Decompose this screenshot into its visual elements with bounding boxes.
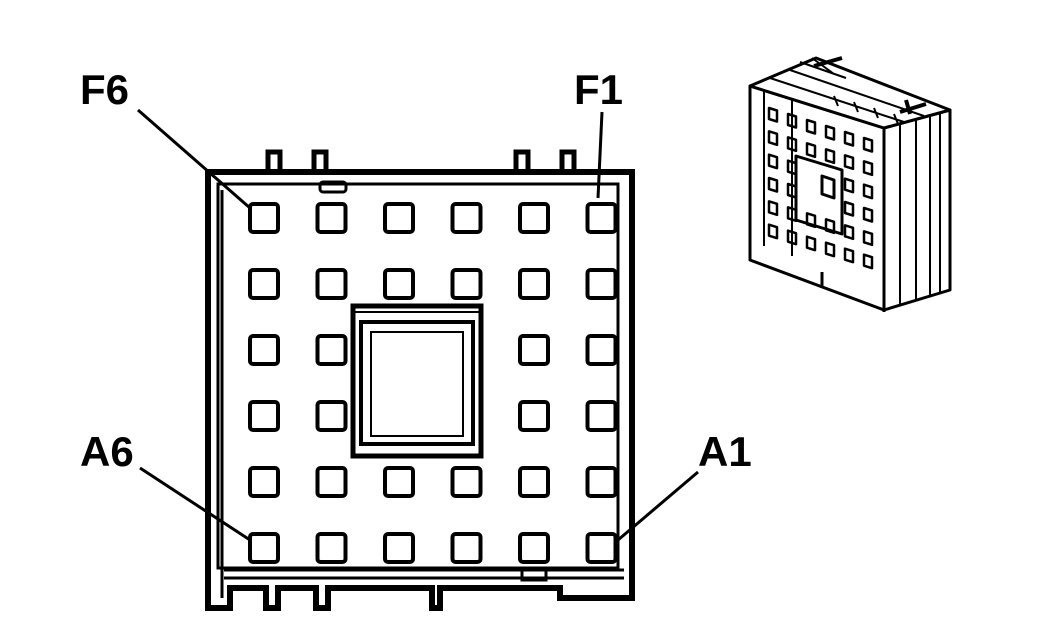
center-key-outer [350, 303, 484, 459]
iso-pin-cavity [767, 200, 779, 217]
iso-pin-cavity [786, 159, 798, 176]
leader-f6 [137, 108, 251, 210]
bottom-rail [224, 568, 624, 580]
pin-cavity [383, 466, 415, 498]
housing-inner-outline [216, 182, 620, 570]
pin-cavity [518, 202, 550, 234]
iso-pin-cavity [862, 136, 874, 153]
iso-pin-cavity [843, 247, 855, 264]
leader-f1 [596, 111, 604, 199]
pin-cavity [248, 268, 280, 300]
iso-pin-cavity [786, 112, 798, 129]
pin-cavity [315, 532, 348, 564]
iso-pin-cavity [843, 177, 855, 194]
pin-cavity [450, 532, 483, 564]
pin-cavity-grid [248, 202, 618, 564]
bottom-latch [520, 568, 548, 582]
iso-pin-cavity [862, 183, 874, 200]
iso-pin-cavity [843, 224, 855, 241]
pin-cavity [518, 334, 550, 366]
pin-cavity [585, 202, 618, 234]
leader-a1 [617, 470, 699, 542]
pin-cavity [585, 334, 618, 366]
iso-pin-cavity [767, 176, 779, 193]
iso-top-latches [813, 56, 927, 115]
iso-pin-cavities [767, 106, 874, 270]
pin-cavity [585, 466, 618, 498]
iso-pin-cavity [824, 241, 836, 258]
pin-cavity [585, 532, 618, 564]
pin-cavity [315, 268, 348, 300]
pin-cavity [248, 400, 280, 432]
pin-cavity [248, 334, 280, 366]
pin-cavity [518, 268, 550, 300]
iso-top-ridges [769, 57, 925, 125]
housing-outline [205, 169, 635, 611]
iso-pin-cavity [824, 124, 836, 141]
label-f1: F1 [574, 66, 623, 113]
pin-cavity [518, 466, 550, 498]
center-key-bevel [355, 311, 479, 437]
leader-a6 [139, 466, 251, 542]
center-key-inner [359, 320, 475, 446]
pin-cavity [315, 466, 348, 498]
iso-pin-cavity [824, 218, 836, 235]
pin-cavity [315, 400, 348, 432]
iso-pin-cavity [805, 212, 817, 229]
connector-face-view [137, 108, 699, 611]
iso-pin-cavity [843, 130, 855, 147]
top-latch [318, 180, 348, 194]
iso-pin-cavity [786, 206, 798, 223]
pin-cavity [315, 334, 348, 366]
iso-pin-cavity [862, 206, 874, 223]
iso-pin-cavity [862, 253, 874, 270]
iso-pin-cavity [767, 106, 779, 123]
iso-side-ribs [899, 114, 941, 306]
pin-cavity [383, 202, 415, 234]
iso-pin-cavity [805, 142, 817, 159]
label-f6: F6 [80, 66, 129, 113]
pin-cavity [315, 202, 348, 234]
iso-pin-cavity [786, 182, 798, 199]
pin-cavity [248, 202, 280, 234]
iso-pin-cavity [862, 230, 874, 247]
pin-cavity [248, 532, 280, 564]
iso-pin-cavity [824, 148, 836, 165]
iso-pin-cavity [767, 223, 779, 240]
pin-cavity [450, 268, 483, 300]
iso-pin-cavity [805, 235, 817, 252]
top-tabs [265, 149, 577, 172]
iso-pin-cavity [786, 136, 798, 153]
label-a6: A6 [80, 428, 134, 475]
iso-pin-cavity [843, 200, 855, 217]
label-a1: A1 [698, 428, 752, 475]
pin-cavity [383, 268, 415, 300]
iso-bottom-feet [748, 232, 886, 312]
iso-pin-cavity [767, 130, 779, 147]
pin-cavity [585, 268, 618, 300]
iso-pin-cavity [786, 229, 798, 246]
pin-cavity [248, 466, 280, 498]
iso-pin-cavity [862, 160, 874, 177]
pin-cavity [383, 532, 415, 564]
pin-cavity [585, 400, 618, 432]
iso-pin-cavity [843, 154, 855, 171]
connector-isometric-view [748, 56, 952, 312]
pin-cavity [450, 466, 483, 498]
pin-cavity [518, 400, 550, 432]
pin-cavity [518, 532, 550, 564]
pin-cavity [450, 202, 483, 234]
iso-pin-cavity [805, 118, 817, 135]
iso-pin-cavity [767, 153, 779, 170]
